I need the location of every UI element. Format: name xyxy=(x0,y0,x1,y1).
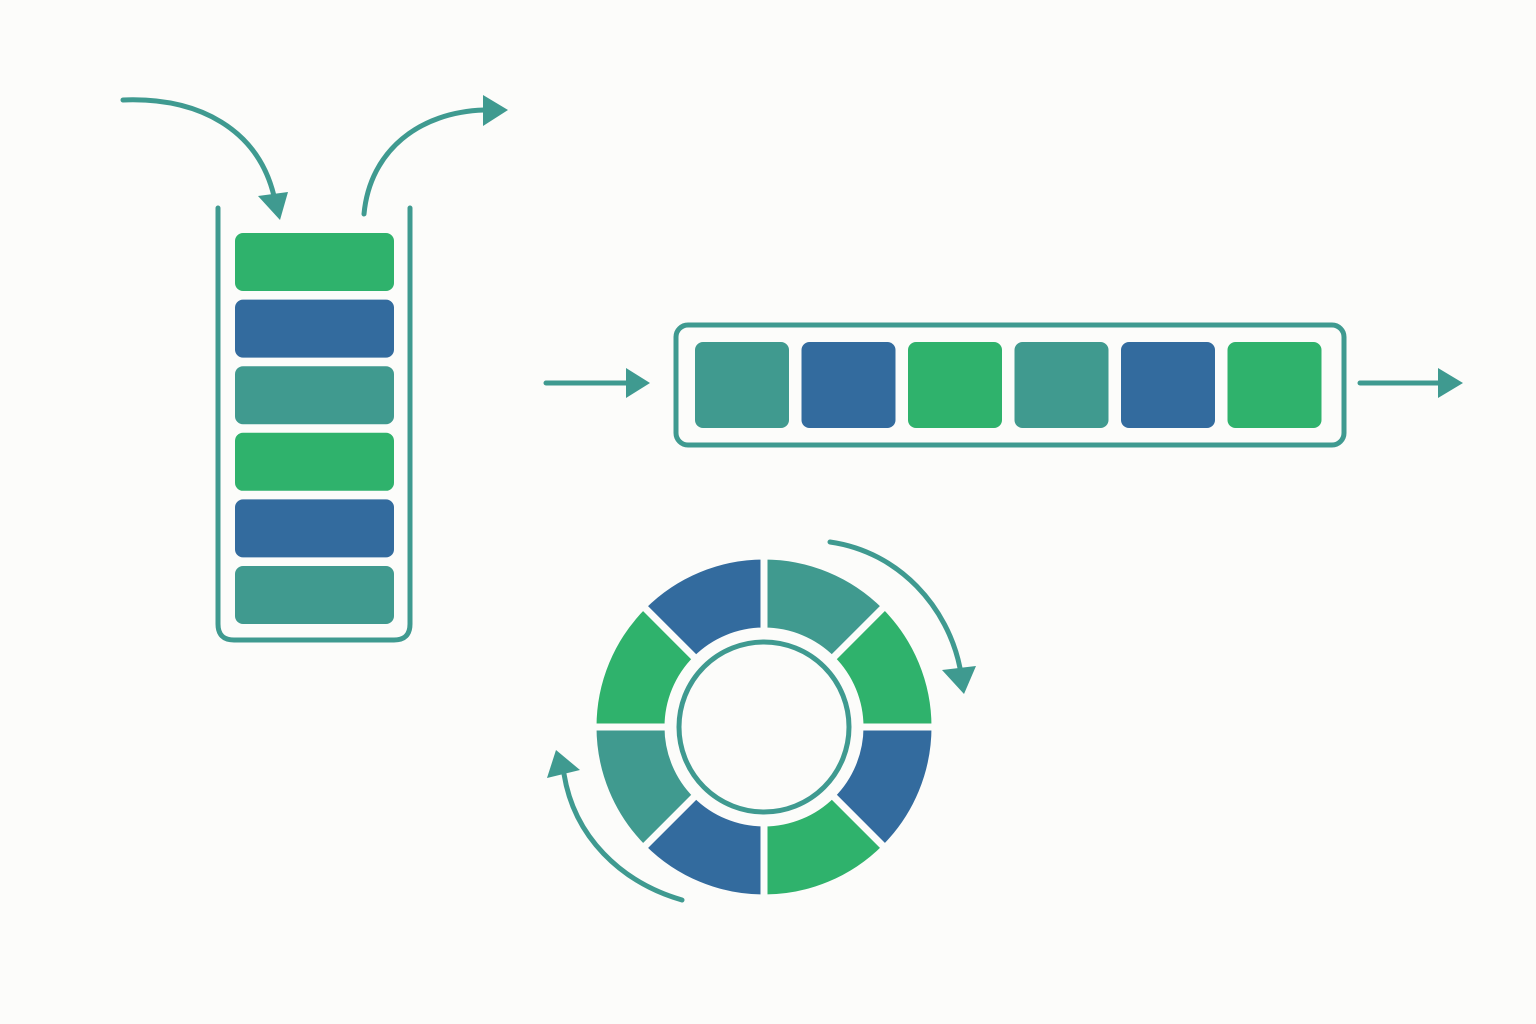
queue-cell xyxy=(1121,342,1215,428)
queue-cell xyxy=(801,342,896,428)
stack-block xyxy=(235,432,394,491)
push-arrowhead-icon xyxy=(258,192,288,220)
queue-cells xyxy=(695,342,1322,428)
ring-buffer xyxy=(547,539,976,903)
rotate-clockwise-arrow-icon xyxy=(827,539,963,671)
enqueue-arrowhead-icon xyxy=(626,368,650,398)
pop-arrow-icon xyxy=(361,107,487,217)
queue-cell xyxy=(695,342,789,428)
stack-block xyxy=(235,366,394,425)
rotate-counterclockwise-arrowhead-icon xyxy=(547,750,580,778)
ring-segment xyxy=(639,552,768,663)
ring-inner-outline xyxy=(676,639,852,815)
stack xyxy=(120,95,508,643)
stack-block xyxy=(235,499,394,558)
pop-arrowhead-icon xyxy=(483,95,508,126)
queue-cell xyxy=(908,342,1002,428)
queue-cell xyxy=(1227,342,1322,428)
stack-block xyxy=(235,233,394,291)
ring-segments xyxy=(589,552,939,902)
stack-block xyxy=(235,566,394,624)
queue-container xyxy=(673,322,1347,448)
rotate-counterclockwise-arrow-icon xyxy=(561,771,685,903)
queue-cell xyxy=(1014,342,1109,428)
queue xyxy=(543,322,1463,448)
rotate-clockwise-arrowhead-icon xyxy=(942,666,976,694)
stack-blocks xyxy=(235,233,394,624)
stack-block xyxy=(235,299,394,358)
dequeue-arrowhead-icon xyxy=(1438,368,1463,398)
push-arrow-icon xyxy=(120,97,277,199)
stack-container xyxy=(215,205,413,643)
